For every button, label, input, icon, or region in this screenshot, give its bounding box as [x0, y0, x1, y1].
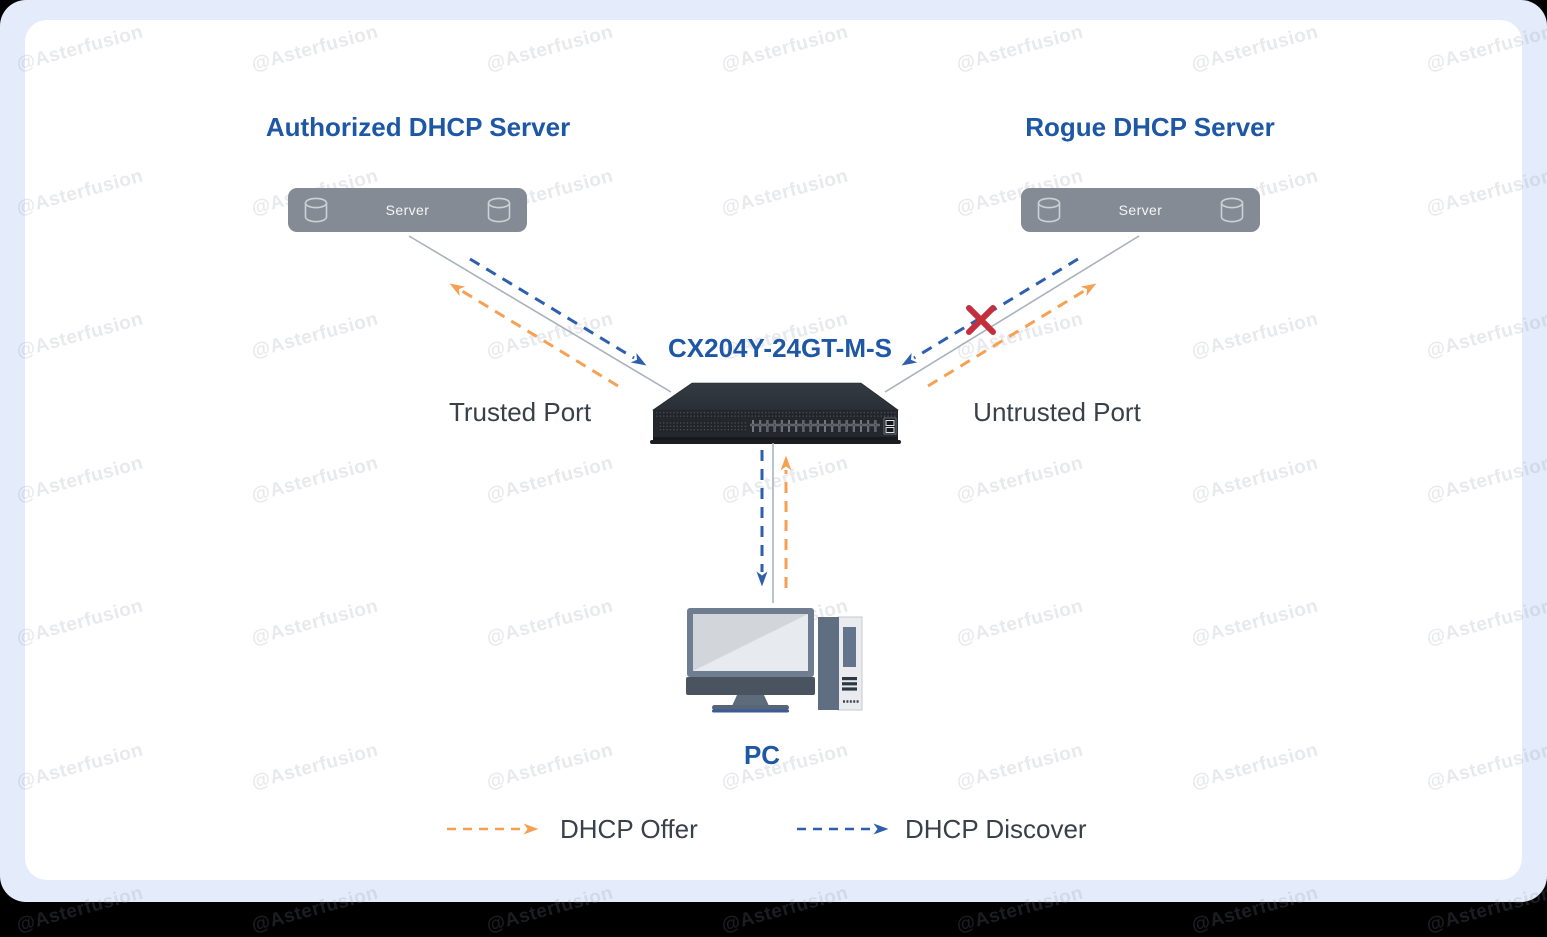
pc-title: PC: [743, 740, 781, 770]
dhcp-offer-arrow-left: [449, 283, 619, 388]
database-icon: [487, 197, 511, 223]
trusted-port-label: Trusted Port: [448, 397, 592, 427]
untrusted-port-label: Untrusted Port: [973, 397, 1141, 427]
link-line-authorized: [408, 235, 672, 393]
blocked-cross-icon: [966, 305, 996, 335]
pc-device-image: [680, 603, 870, 720]
server-box-label: Server: [385, 202, 430, 218]
legend-discover-label: DHCP Discover: [905, 814, 1087, 844]
dhcp-discover-arrow-left: [469, 257, 647, 366]
database-icon: [1220, 197, 1244, 223]
dhcp-discover-arrow-right: [901, 257, 1079, 366]
diagram-content: Authorized DHCP Server Rogue DHCP Server…: [265, 112, 1275, 844]
authorized-server-node: Server: [288, 188, 527, 232]
desktop-computer-icon: [686, 608, 863, 713]
rogue-server-node: Server: [1021, 188, 1260, 232]
rogue-dhcp-server-title: Rogue DHCP Server: [1025, 112, 1275, 142]
switch-model-title: CX204Y-24GT-M-S: [668, 333, 892, 363]
dhcp-offer-arrow-right: [927, 283, 1097, 388]
server-box-label: Server: [1118, 202, 1163, 218]
authorized-dhcp-server-title: Authorized DHCP Server: [265, 112, 571, 142]
network-switch-icon: [650, 382, 901, 444]
database-icon: [1037, 197, 1061, 223]
legend-offer-label: DHCP Offer: [560, 814, 698, 844]
link-line-rogue: [884, 235, 1140, 393]
switch-device-image: [645, 377, 907, 452]
database-icon: [304, 197, 328, 223]
